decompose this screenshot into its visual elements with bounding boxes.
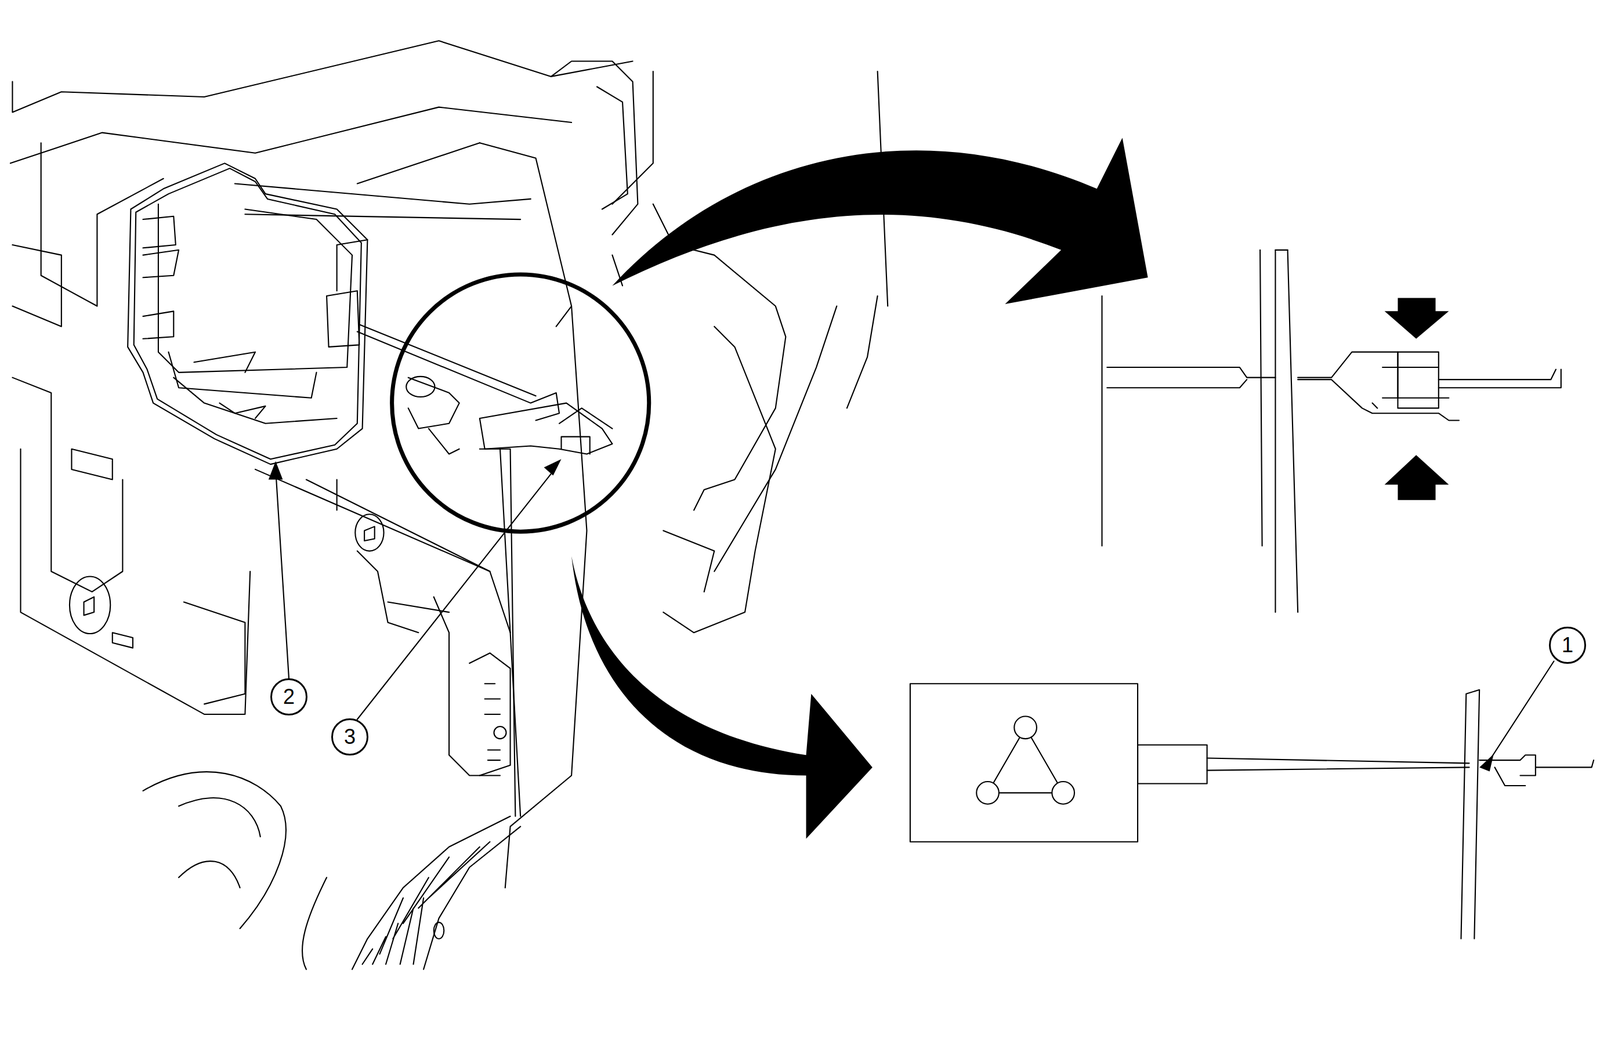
callout-number: 2 — [283, 686, 295, 708]
callout-circle: 1 — [1548, 626, 1587, 664]
callout-number: 3 — [344, 726, 356, 748]
callout-circle: 2 — [270, 678, 308, 716]
callout-circle: 3 — [331, 718, 369, 756]
callout-number: 1 — [1561, 634, 1574, 656]
